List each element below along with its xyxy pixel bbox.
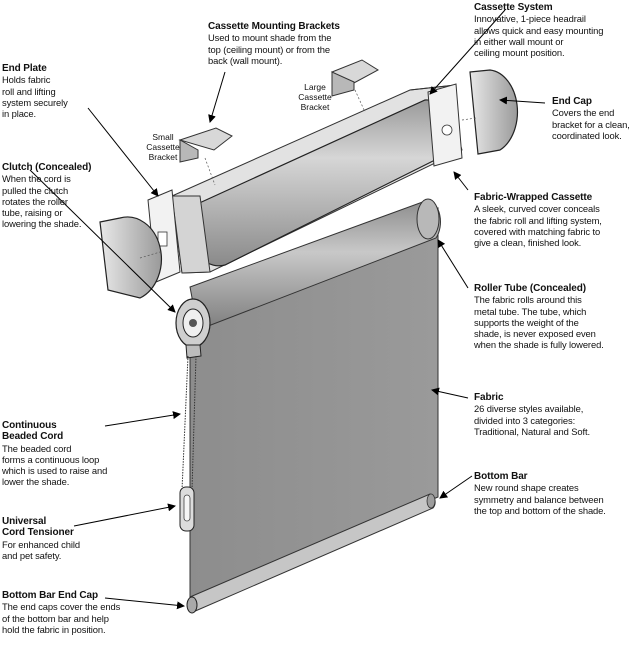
- label-body: 26 diverse styles available, divided int…: [474, 403, 590, 437]
- label-body: Innovative, 1-piece headrail allows quic…: [474, 13, 604, 59]
- label-universal-cord-tensioner: Universal Cord Tensioner For enhanced ch…: [2, 516, 102, 561]
- label-cassette-system: Cassette System Innovative, 1-piece head…: [474, 2, 630, 58]
- clutch: [175, 298, 211, 359]
- label-end-cap: End Cap Covers the end bracket for a cle…: [552, 96, 630, 141]
- label-title: Continuous Beaded Cord: [2, 420, 64, 443]
- label-body: Covers the end bracket for a clean, coor…: [552, 107, 630, 141]
- label-end-plate: End Plate Holds fabric roll and lifting …: [2, 63, 94, 119]
- label-title: Clutch (Concealed): [2, 162, 92, 173]
- label-fabric-wrapped-cassette: Fabric-Wrapped Cassette A sleek, curved …: [474, 192, 630, 248]
- label-body: The end caps cover the ends of the botto…: [2, 601, 121, 635]
- label-body: Holds fabric roll and lifting system sec…: [2, 74, 68, 120]
- label-bottom-bar: Bottom Bar New round shape creates symme…: [474, 471, 630, 516]
- label-clutch: Clutch (Concealed) When the cord is pull…: [2, 162, 112, 230]
- label-large-cassette-bracket: Large Cassette Bracket: [298, 82, 332, 112]
- label-small-cassette-bracket: Small Cassette Bracket: [146, 132, 180, 162]
- large-cassette-bracket: [330, 59, 379, 97]
- label-body: When the cord is pulled the clutch rotat…: [2, 173, 82, 230]
- label-title: Cassette Mounting Brackets: [208, 21, 340, 32]
- label-title: Fabric: [474, 392, 504, 403]
- label-fabric: Fabric 26 diverse styles available, divi…: [474, 392, 630, 437]
- label-roller-tube: Roller Tube (Concealed) The fabric rolls…: [474, 283, 630, 351]
- label-body: The fabric rolls around this metal tube.…: [474, 294, 604, 351]
- label-title: End Cap: [552, 96, 592, 107]
- leader-lines: [29, 9, 546, 610]
- label-body: Used to mount shade from the top (ceilin…: [208, 32, 332, 66]
- label-title: Cassette System: [474, 2, 553, 13]
- label-body: New round shape creates symmetry and bal…: [474, 482, 606, 516]
- roller-tube: [189, 198, 441, 331]
- label-continuous-beaded-cord: Continuous Beaded Cord The beaded cord f…: [2, 420, 126, 488]
- label-body: The beaded cord forms a continuous loop …: [2, 442, 108, 488]
- bottom-bar-end-cap: [186, 596, 198, 614]
- cord-tensioner: [179, 486, 195, 532]
- label-title: Universal Cord Tensioner: [2, 516, 74, 539]
- label-body: A sleek, curved cover conceals the fabri…: [474, 203, 602, 249]
- label-body: For enhanced child and pet safety.: [2, 538, 80, 561]
- small-cassette-bracket: [178, 127, 233, 163]
- label-title: Bottom Bar End Cap: [2, 590, 98, 601]
- label-title: Fabric-Wrapped Cassette: [474, 192, 593, 203]
- assembly-guides: [139, 89, 477, 259]
- label-title: Bottom Bar: [474, 471, 528, 482]
- label-cassette-mounting-brackets: Cassette Mounting Brackets Used to mount…: [208, 21, 368, 66]
- end-cap-right: [469, 69, 519, 155]
- beaded-cord: [181, 355, 197, 491]
- label-bottom-bar-end-cap: Bottom Bar End Cap The end caps cover th…: [2, 590, 142, 635]
- end-plate-right: [427, 83, 463, 167]
- bottom-bar: [186, 493, 436, 614]
- end-cap-left: [99, 216, 162, 299]
- label-title: Roller Tube (Concealed): [474, 283, 586, 294]
- fabric-wrapped-cassette: [171, 84, 463, 274]
- label-title: End Plate: [2, 63, 47, 74]
